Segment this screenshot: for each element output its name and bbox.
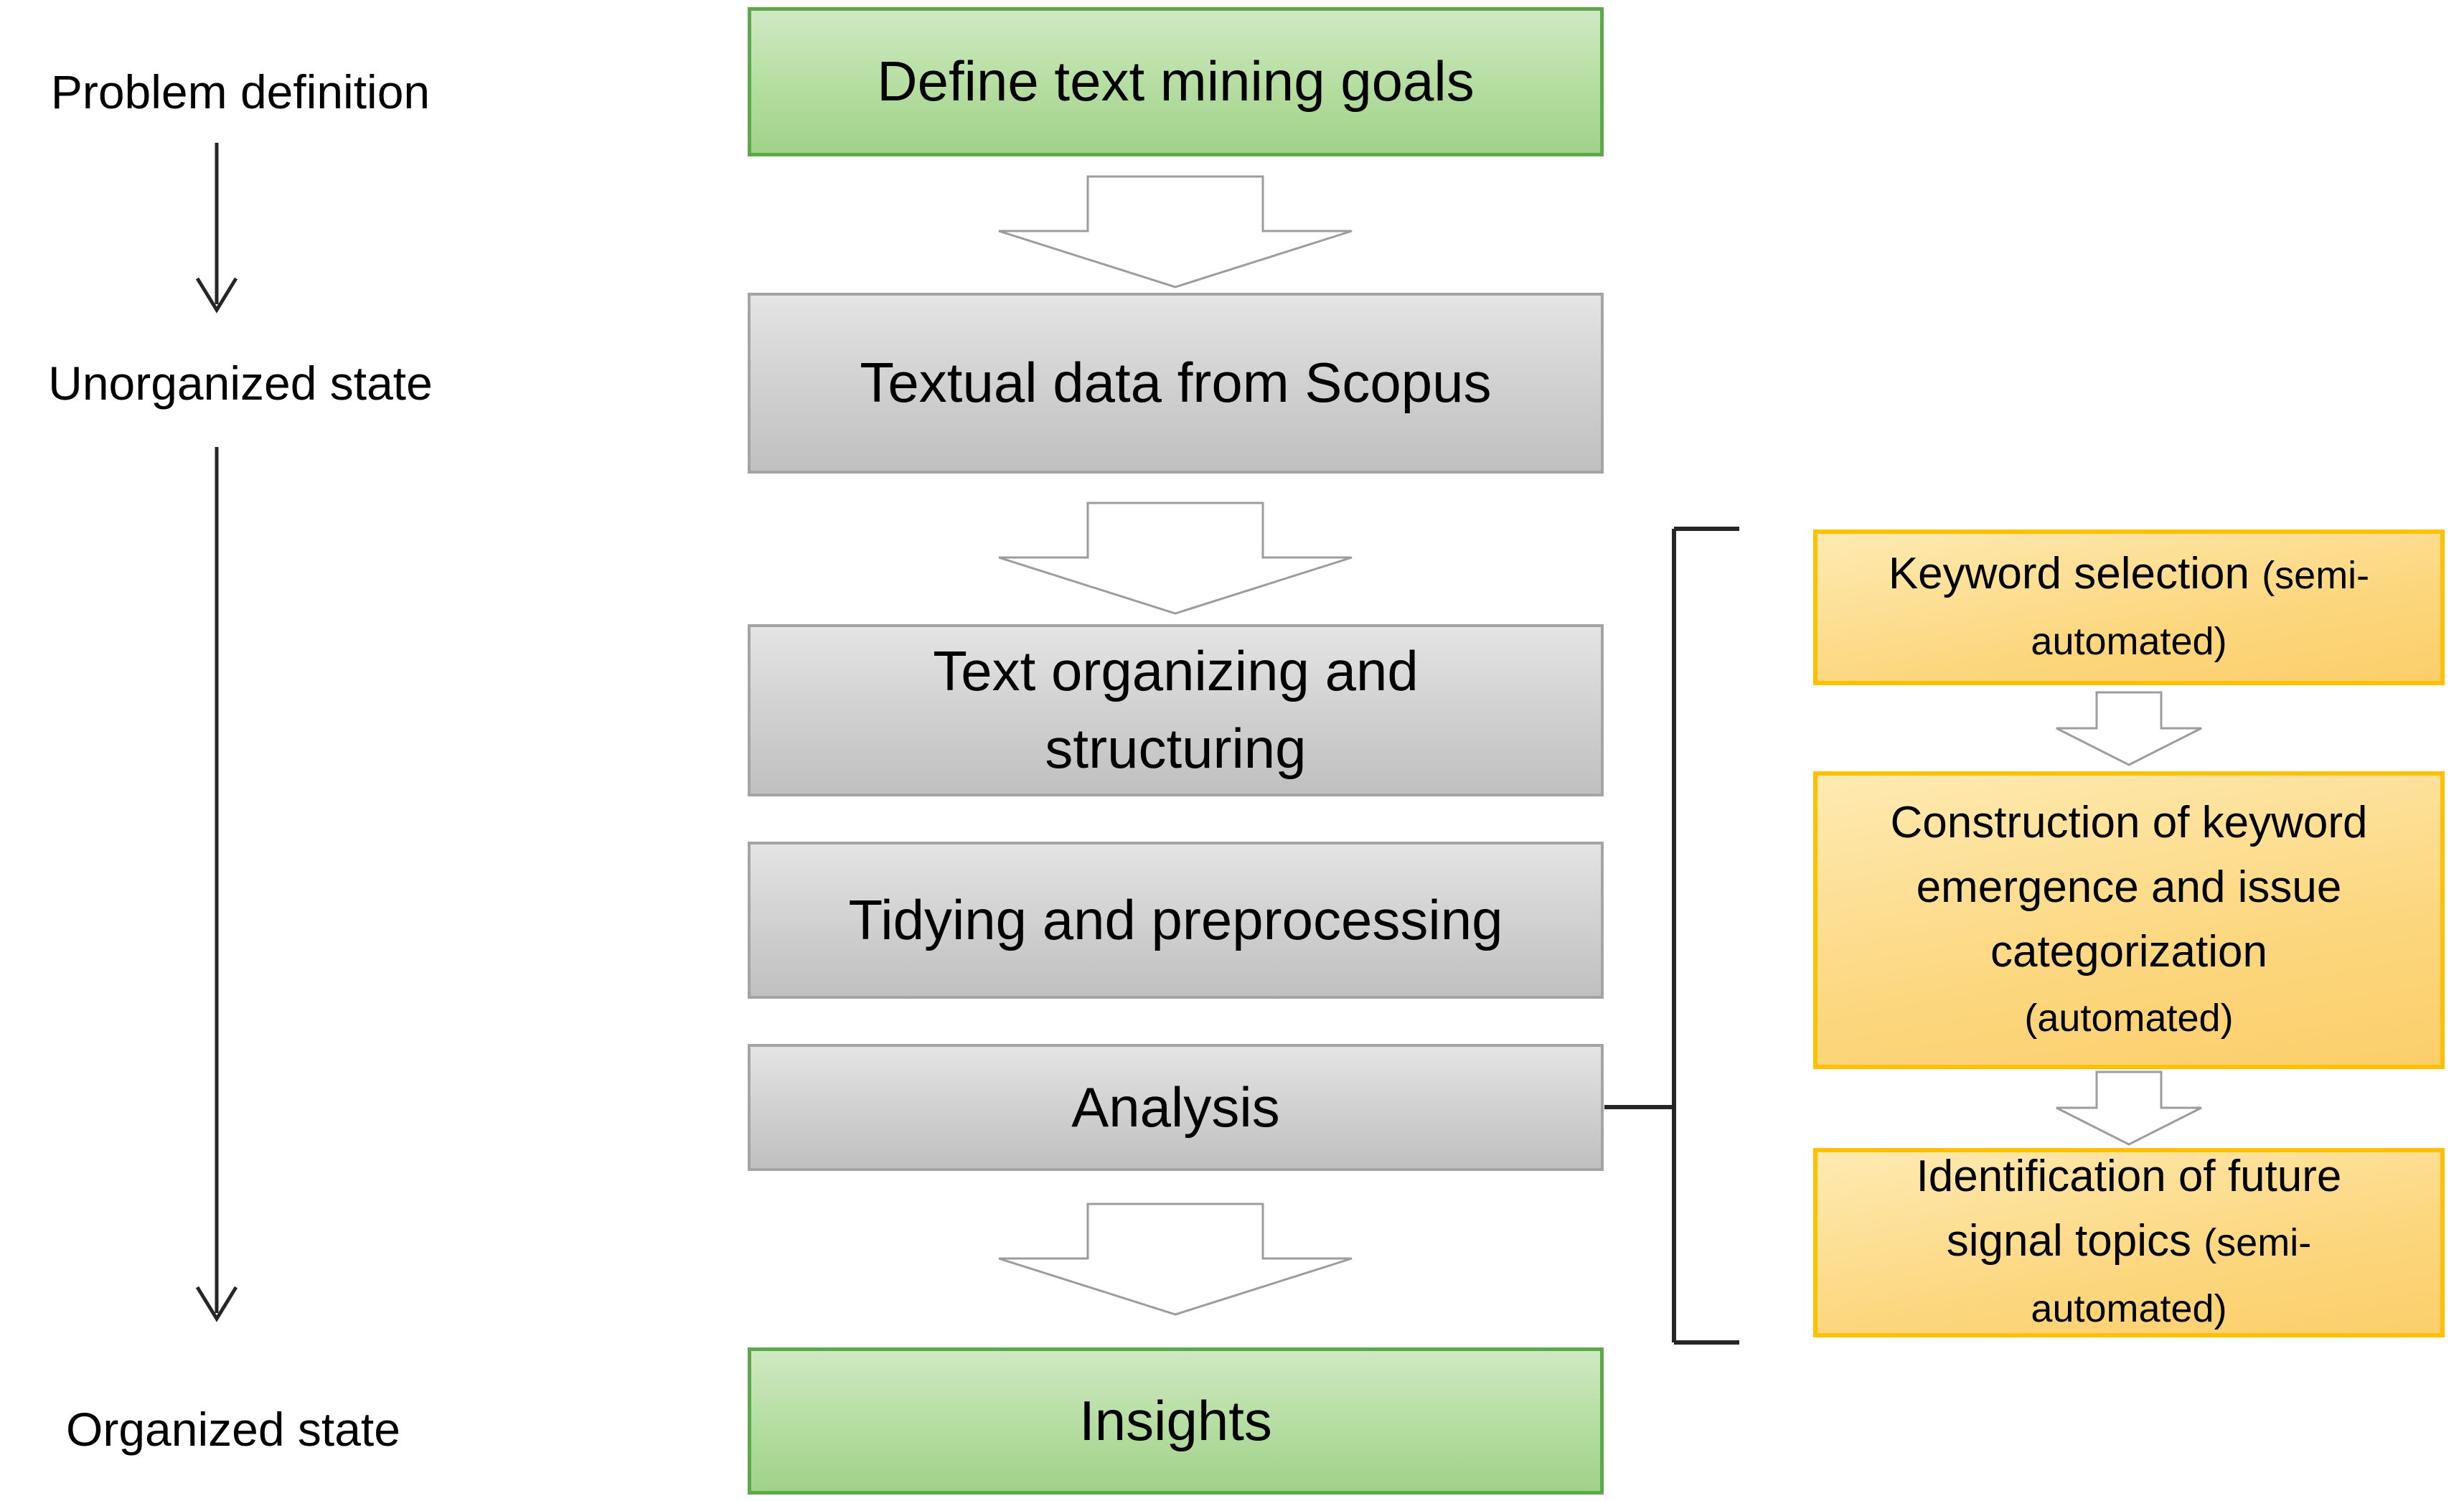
side-box-text-line: automated) (2031, 619, 2227, 663)
side-box-text-line: automated) (2031, 1287, 2227, 1330)
flow-box-define-text-mining-goals: Define text mining goals (748, 7, 1604, 156)
flow-box-insights: Insights (748, 1347, 1604, 1495)
block-arrow-down-small-icon (2056, 691, 2202, 766)
flow-box-tidying-preprocessing: Tidying and preprocessing (748, 842, 1604, 999)
arrow-down-icon (195, 143, 238, 314)
label-problem-definition: Problem definition (50, 65, 431, 118)
side-box-text-line: signal topics (semi- (1946, 1216, 2312, 1266)
block-arrow-down-small-icon (2056, 1071, 2202, 1146)
side-box-keyword-selection: Keyword selection (semi- automated) (1813, 530, 2445, 685)
flow-box-analysis: Analysis (748, 1044, 1604, 1171)
side-box-text-line: Construction of keyword (1890, 797, 2368, 847)
grouping-bracket (1604, 527, 1739, 1345)
side-box-text-line: Identification of future (1916, 1152, 2342, 1201)
block-arrow-down-icon (998, 1203, 1353, 1316)
side-box-text-line: emergence and issue (1916, 862, 2342, 912)
side-box-text-line: (automated) (2024, 996, 2234, 1040)
arrow-down-icon (195, 447, 238, 1322)
label-organized-state: Organized state (66, 1403, 400, 1456)
flow-box-text-organizing-structuring: Text organizing and structuring (748, 624, 1604, 796)
block-arrow-down-icon (998, 175, 1353, 288)
side-box-construction-keyword-emergence: Construction of keyword emergence and is… (1813, 771, 2445, 1069)
flow-box-textual-data-from-scopus: Textual data from Scopus (748, 293, 1604, 474)
block-arrow-down-icon (998, 502, 1353, 615)
side-box-text-line: Keyword selection (semi- (1888, 548, 2370, 598)
label-unorganized-state: Unorganized state (48, 357, 433, 410)
side-box-text-line: categorization (1990, 926, 2267, 977)
side-box-identification-future-signal-topics: Identification of future signal topics (… (1813, 1148, 2445, 1337)
